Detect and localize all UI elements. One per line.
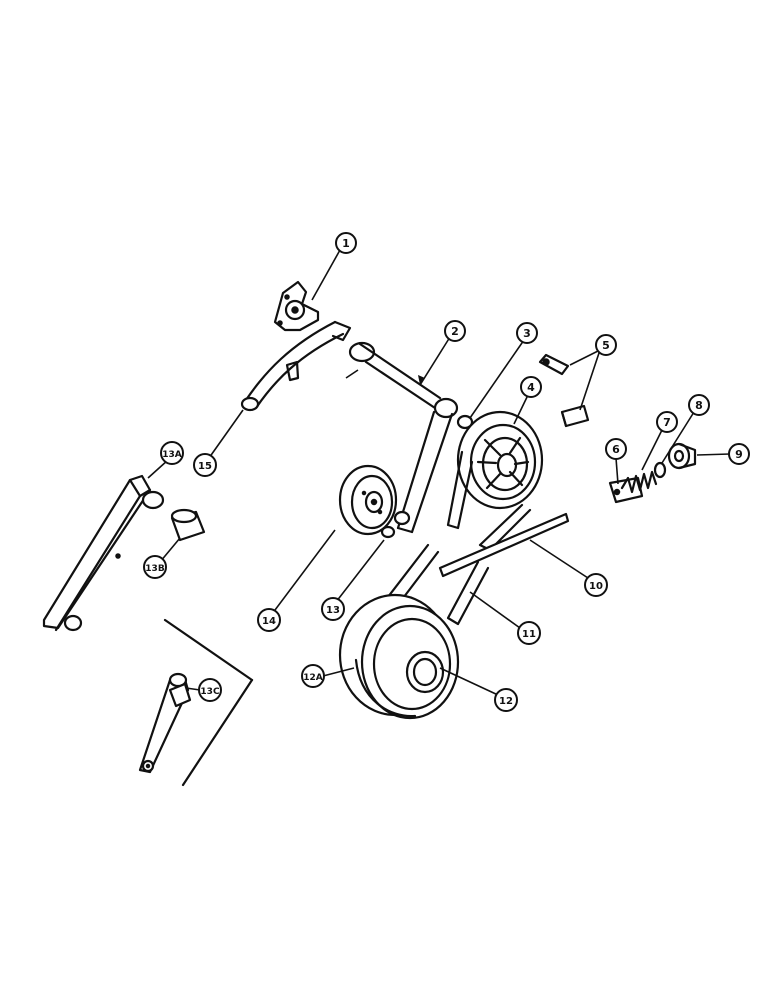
svg-text:6: 6 [612,443,620,456]
svg-text:13: 13 [326,605,340,616]
svg-text:12A: 12A [303,673,323,683]
svg-text:9: 9 [735,448,743,461]
callout-6: 6 [605,438,627,460]
part-13a-arm [42,474,165,632]
part-13b-bushing [170,508,206,542]
part-1-bracket [273,280,320,332]
svg-text:13A: 13A [162,450,182,460]
callout-2: 2 [444,320,466,342]
svg-text:3: 3 [523,327,531,340]
part-13-pin [380,525,396,539]
svg-text:15: 15 [198,461,212,472]
callout-13a: 13A [160,441,184,465]
callouts: 1 2 3 4 5 6 7 8 [143,232,750,712]
part-9-cap [667,442,697,470]
svg-text:14: 14 [262,616,276,627]
callout-4: 4 [520,376,542,398]
svg-text:13B: 13B [145,564,165,574]
part-3-washer [456,414,474,430]
svg-text:13C: 13C [200,687,220,697]
part-12-large-pulley [338,543,490,720]
part-5-keys [538,353,590,428]
svg-text:2: 2 [451,325,459,338]
part-14-idler-pulley [338,464,398,536]
part-10-bar [438,512,570,578]
part-4-pulley [446,410,544,552]
callout-8: 8 [688,394,710,416]
part-8-washer [653,461,667,479]
svg-text:8: 8 [695,399,703,412]
svg-text:11: 11 [522,629,536,640]
callout-15: 15 [193,453,217,477]
part-15-bent-arm [240,320,352,412]
callout-14: 14 [257,608,281,632]
callout-13c: 13C [198,678,222,702]
part-13c-alt-arm [138,618,254,787]
callout-3: 3 [516,322,538,344]
part-2-shaft-lever [348,341,459,534]
callout-10: 10 [584,573,608,597]
svg-text:12: 12 [499,696,513,707]
callout-1: 1 [335,232,357,254]
svg-text:7: 7 [663,416,671,429]
part-7-spring [620,470,658,494]
callout-12: 12 [494,688,518,712]
callout-12a: 12A [301,664,325,688]
callout-13b: 13B [143,555,167,579]
callout-11: 11 [517,621,541,645]
leader-lines [147,249,731,696]
svg-text:1: 1 [342,237,350,250]
callout-7: 7 [656,411,678,433]
svg-text:4: 4 [527,381,535,394]
callout-9: 9 [728,443,750,465]
svg-text:5: 5 [602,339,610,352]
callout-5: 5 [595,334,617,356]
svg-text:10: 10 [589,581,603,592]
callout-13: 13 [321,597,345,621]
